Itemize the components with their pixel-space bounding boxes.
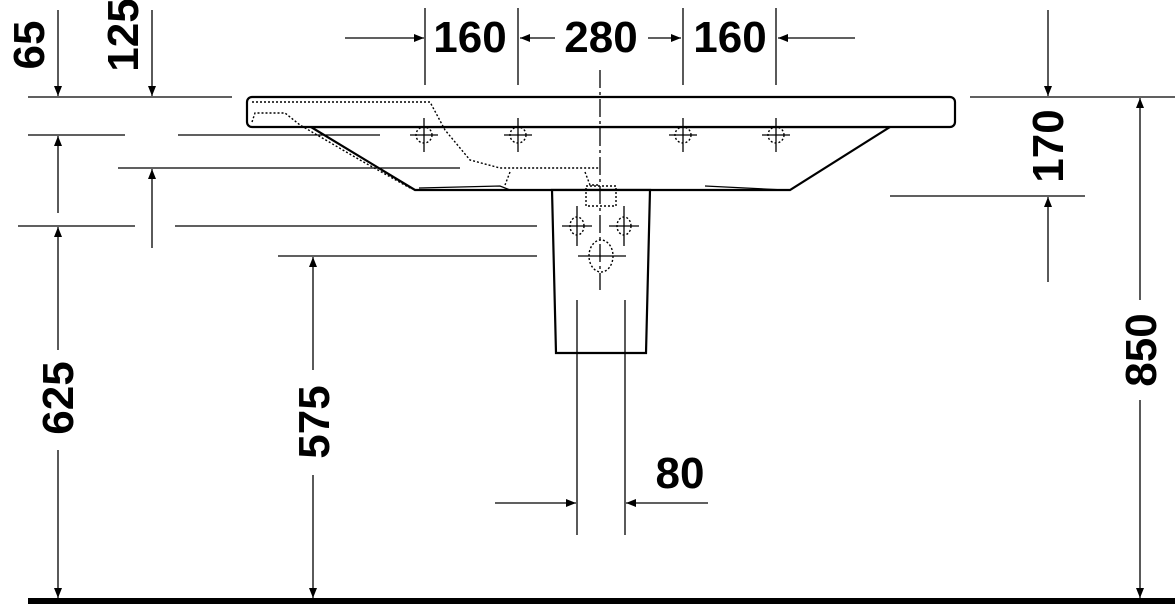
dim-160-left: 160 <box>433 13 506 62</box>
pedestal <box>550 185 652 355</box>
tap-holes <box>410 118 790 152</box>
dim-65: 65 <box>5 21 54 70</box>
dim-170: 170 <box>1024 109 1073 182</box>
dim-850: 850 <box>1117 313 1166 386</box>
dim-625: 625 <box>34 361 83 434</box>
extension-lines <box>18 8 1175 535</box>
dimension-arrows <box>54 10 1144 598</box>
dim-80: 80 <box>656 449 705 498</box>
floor-line <box>28 598 1175 604</box>
dim-575: 575 <box>290 385 339 458</box>
dim-280: 280 <box>564 13 637 62</box>
supply-and-waste-holes <box>562 206 639 273</box>
dim-160-right: 160 <box>693 13 766 62</box>
washbasin <box>245 95 957 192</box>
dim-125: 125 <box>99 0 148 72</box>
